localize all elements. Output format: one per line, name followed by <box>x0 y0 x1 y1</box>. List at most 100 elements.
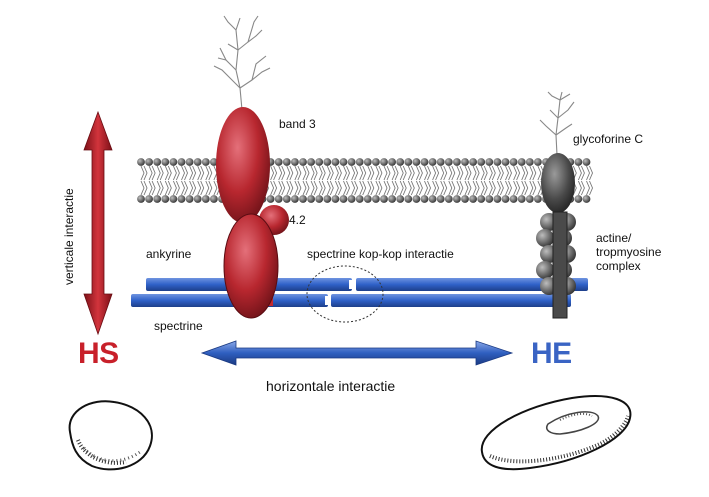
lipid-head <box>137 158 145 166</box>
lipid-head <box>396 158 405 166</box>
lipid-head <box>453 158 461 166</box>
lipid-head <box>509 195 518 203</box>
lipid-head <box>315 158 324 166</box>
glycoforine-c-label: glycoforine C <box>573 132 644 146</box>
lipid-head <box>372 195 380 203</box>
ankyrine-protein <box>223 213 279 319</box>
lipid-head <box>388 158 396 166</box>
lipid-head <box>169 195 178 203</box>
lipid-head <box>266 195 275 203</box>
lipid-head <box>517 158 526 166</box>
lipid-head <box>210 195 218 203</box>
lipid-head <box>453 195 461 203</box>
lipid-head <box>177 158 186 166</box>
lipid-head <box>315 195 324 203</box>
lipid-head <box>323 195 332 203</box>
ankyrine-label: ankyrine <box>146 247 192 261</box>
lipid-head <box>436 195 445 203</box>
lipid-head <box>323 158 332 166</box>
spectrine-kop-kop-label: spectrine kop-kop interactie <box>307 247 454 261</box>
lipid-head <box>177 195 186 203</box>
lipid-head <box>169 158 178 166</box>
spherocyte-cell-icon <box>68 400 153 471</box>
lipid-head <box>428 158 437 166</box>
lipid-head <box>444 158 453 166</box>
lipid-head <box>436 158 445 166</box>
lipid-head <box>534 158 542 166</box>
band3-label: band 3 <box>279 117 316 131</box>
horizontale-interactie-label: horizontale interactie <box>266 378 396 394</box>
lipid-head <box>582 195 591 203</box>
lipid-head <box>574 158 583 166</box>
lipid-head <box>574 195 583 203</box>
lipid-head <box>210 158 218 166</box>
lipid-head <box>137 195 145 203</box>
lipid-head <box>331 158 340 166</box>
lipid-head <box>331 195 340 203</box>
band3-protein <box>216 107 289 319</box>
lipid-head <box>355 158 364 166</box>
lipid-head <box>517 195 526 203</box>
lipid-head <box>380 195 388 203</box>
lipid-head <box>534 195 542 203</box>
lipid-head <box>412 158 421 166</box>
lipid-head <box>372 158 380 166</box>
actine-tropmyosine-label: actine/ tropmyosine complex <box>596 231 662 273</box>
lipid-head <box>291 158 299 166</box>
verticale-interactie-label: verticale interactie <box>62 188 76 285</box>
lipid-head <box>501 158 510 166</box>
lipid-head <box>274 195 283 203</box>
lipid-head <box>485 158 494 166</box>
lipid-head <box>469 195 477 203</box>
lipid-head <box>363 158 372 166</box>
lipid-head <box>282 158 291 166</box>
lipid-head <box>299 158 307 166</box>
lipid-head <box>461 195 469 203</box>
verticale-interactie-arrow <box>83 110 113 336</box>
lipid-head <box>493 195 502 203</box>
lipid-head <box>299 195 307 203</box>
lipid-head <box>185 158 194 166</box>
lipid-head <box>339 195 348 203</box>
lipid-head <box>153 195 162 203</box>
spectrin-filaments <box>131 278 588 307</box>
glycoforine-complex <box>536 153 576 319</box>
lipid-head <box>380 158 388 166</box>
lipid-bilayer <box>137 158 593 203</box>
lipid-head <box>493 158 502 166</box>
lipid-head <box>347 158 356 166</box>
lipid-head <box>307 158 315 166</box>
hs-label: HS <box>78 337 119 370</box>
lipid-head <box>525 158 534 166</box>
lipid-head <box>307 195 315 203</box>
lipid-head <box>461 158 469 166</box>
lipid-head <box>291 195 299 203</box>
lipid-head <box>501 195 510 203</box>
lipid-head <box>388 195 396 203</box>
lipid-head <box>161 158 170 166</box>
lipid-head <box>444 195 453 203</box>
lipid-head <box>347 195 356 203</box>
lipid-head <box>193 195 202 203</box>
actin-bead <box>536 229 554 247</box>
lipid-head <box>485 195 494 203</box>
lipid-head <box>153 158 162 166</box>
lipid-head <box>404 195 413 203</box>
lipid-head <box>274 158 283 166</box>
lipid-head <box>509 158 518 166</box>
lipid-head <box>185 195 194 203</box>
lipid-head <box>339 158 348 166</box>
lipid-head <box>145 195 154 203</box>
lipid-head <box>396 195 405 203</box>
lipid-head <box>420 158 429 166</box>
lipid-head <box>282 195 291 203</box>
lipid-head <box>201 195 210 203</box>
lipid-head <box>420 195 429 203</box>
lipid-head <box>145 158 154 166</box>
protein-4-2-label: 4.2 <box>289 213 306 227</box>
lipid-head <box>428 195 437 203</box>
lipid-head <box>477 195 486 203</box>
lipid-head <box>355 195 364 203</box>
glycoforine-glycan-icon <box>539 91 575 156</box>
horizontale-interactie-arrow <box>200 340 514 366</box>
